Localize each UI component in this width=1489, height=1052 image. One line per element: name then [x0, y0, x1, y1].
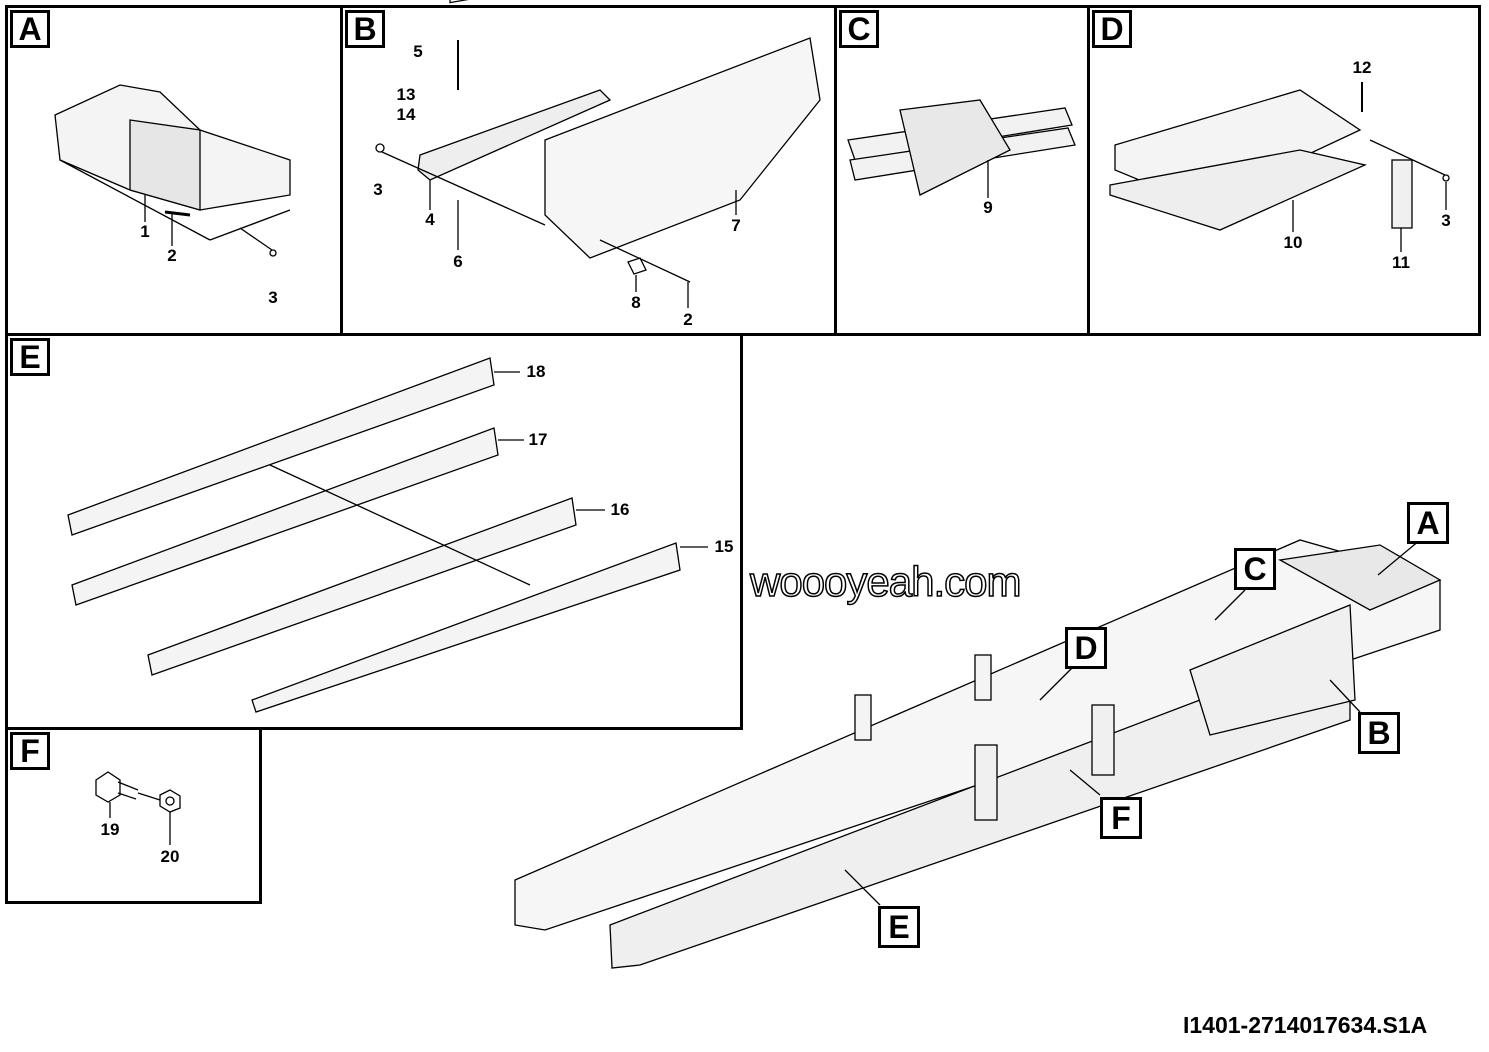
chassis-assembly-drawing — [514, 539, 1442, 969]
side-rails-e-drawing — [67, 357, 708, 713]
part-number: 8 — [630, 293, 642, 312]
part-number: 3 — [267, 288, 279, 307]
part-number: 11 — [1391, 253, 1411, 272]
part-number: 19 — [99, 820, 121, 839]
panel-label-f: F — [10, 732, 50, 770]
part-number: 1 — [139, 222, 151, 241]
panel-label-c: C — [839, 10, 879, 48]
callout-d: D — [1065, 627, 1107, 669]
panel-f: F — [5, 727, 262, 904]
callout-f: F — [1100, 797, 1142, 839]
part-number: 15 — [713, 537, 735, 556]
part-number: 5 — [412, 42, 424, 61]
part-number: 6 — [452, 252, 464, 271]
crossmember-d-drawing — [1109, 82, 1450, 252]
watermark: woooyeah.com — [749, 557, 1022, 606]
part-number: 20 — [159, 847, 181, 866]
panel-e: E — [5, 333, 743, 730]
part-number: 14 — [395, 105, 417, 124]
callout-c: C — [1234, 548, 1276, 590]
part-number: 2 — [166, 246, 178, 265]
part-number: 7 — [730, 216, 742, 235]
part-number: 3 — [372, 180, 384, 199]
panel-a: A — [5, 5, 343, 336]
gusset-plate-b-drawing — [375, 0, 821, 308]
part-number: 16 — [609, 500, 631, 519]
callout-e: E — [878, 906, 920, 948]
part-number: 9 — [982, 198, 994, 217]
crossmember-a-drawing — [54, 84, 291, 257]
callout-a: A — [1407, 502, 1449, 544]
drawing-code: I1401-2714017634.S1A — [1183, 1012, 1428, 1038]
panel-label-b: B — [345, 10, 385, 48]
panel-d: D — [1087, 5, 1481, 336]
part-number: 2 — [682, 310, 694, 329]
panel-label-a: A — [10, 10, 50, 48]
callout-b: B — [1358, 712, 1400, 754]
part-number: 12 — [1351, 58, 1373, 77]
panel-c: C — [834, 5, 1090, 336]
part-number: 10 — [1282, 233, 1304, 252]
crossmember-c-drawing — [847, 99, 1076, 198]
part-number: 4 — [424, 210, 436, 229]
part-number: 18 — [525, 362, 547, 381]
part-number: 3 — [1440, 211, 1452, 230]
part-number: 13 — [395, 85, 417, 104]
panel-label-d: D — [1092, 10, 1132, 48]
part-number: 17 — [527, 430, 549, 449]
bolt-nut-f-drawing — [95, 771, 181, 845]
panel-label-e: E — [10, 338, 50, 376]
